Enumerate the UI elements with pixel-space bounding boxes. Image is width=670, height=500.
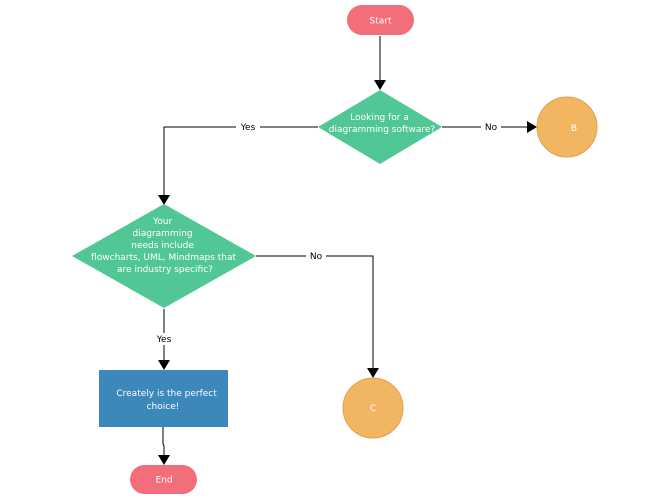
edge-label-no: No [485, 123, 498, 133]
start-terminal-shape [347, 5, 414, 35]
edge-label-bg [236, 121, 260, 133]
process-rect-shape [99, 370, 228, 427]
arrowhead-icon [158, 360, 170, 370]
connector-c[interactable]: C [342, 377, 404, 439]
edge-process-to-end [158, 427, 170, 465]
edge-decision1-no: No [442, 121, 537, 133]
connector-b[interactable]: B [536, 96, 598, 158]
edge-line [163, 126, 318, 196]
edge-label-yes: Yes [156, 335, 172, 345]
start-label: Start [370, 17, 392, 27]
arrowhead-icon [374, 80, 386, 90]
arrowhead-icon [367, 368, 379, 378]
process-text: Creately is the perfect choice! [116, 389, 219, 412]
edge-label-no: No [310, 252, 323, 262]
start-node[interactable]: Start [347, 5, 414, 35]
arrowhead-icon [527, 121, 537, 133]
connector-c-label: C [370, 404, 376, 414]
decision-text-line: Your [152, 217, 173, 227]
decision-text-line: diagramming [133, 229, 193, 239]
connector-circle-shape [536, 96, 598, 158]
edge-label-bg [306, 250, 326, 262]
connector-b-label: B [571, 124, 577, 134]
edge-line [162, 427, 165, 456]
edges: Yes No No Yes [152, 36, 537, 465]
arrowhead-icon [158, 195, 170, 205]
decision-diagramming-needs[interactable]: Your diagramming needs include flowchart… [72, 204, 256, 308]
end-terminal-shape [130, 465, 197, 494]
edge-label-bg [481, 121, 501, 133]
decision-text-line: needs include [131, 241, 194, 251]
end-node[interactable]: End [130, 465, 197, 494]
decision-diamond-shape [72, 204, 256, 308]
arrowhead-icon [158, 455, 170, 465]
decision-diamond-shape [318, 90, 442, 164]
edge-decision2-no: No [256, 250, 379, 378]
edge-decision1-yes: Yes [158, 121, 318, 205]
process-creately-choice[interactable]: Creately is the perfect choice! [99, 370, 228, 427]
edge-decision2-yes: Yes [152, 309, 176, 370]
decision-text-line: flowcharts, UML, Mindmaps that [91, 253, 236, 263]
edge-label-bg [152, 333, 176, 345]
edge-line [256, 255, 374, 369]
edge-start-to-decision1 [374, 36, 386, 90]
connector-circle-shape [342, 377, 404, 439]
decision-text-line: diagramming software? [329, 125, 436, 135]
decision-text-line: Looking for a [350, 113, 409, 123]
decision-text: Looking for a diagramming software? [329, 113, 436, 135]
process-text-line: choice! [147, 402, 180, 412]
edge-label-yes: Yes [240, 123, 256, 133]
decision-text-line: are industry specific? [117, 265, 213, 275]
nodes: Start Looking for a diagramming software… [72, 5, 598, 494]
decision-looking-for-software[interactable]: Looking for a diagramming software? [318, 90, 442, 164]
decision-text: Your diagramming needs include flowchart… [91, 217, 239, 275]
process-text-line: Creately is the perfect [116, 389, 217, 399]
end-label: End [155, 476, 172, 486]
